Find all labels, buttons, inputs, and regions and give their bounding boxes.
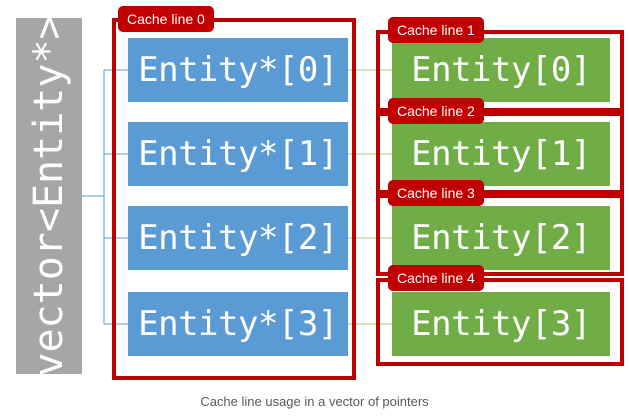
- cache-line-tag-1: Cache line 1: [388, 17, 484, 43]
- cache-line-frame-3: [376, 194, 624, 276]
- entity-block-1: Entity[1]: [392, 122, 610, 186]
- cache-line-tag-3: Cache line 3: [388, 180, 484, 206]
- pointer-block-0: Entity*[0]: [128, 38, 348, 102]
- figure-caption: Cache line usage in a vector of pointers: [200, 394, 429, 409]
- cache-line-frame-0: [112, 18, 356, 380]
- vector-container: [16, 18, 82, 374]
- cache-line-tag-4: Cache line 4: [388, 265, 484, 291]
- cache-line-tag-2: Cache line 2: [388, 98, 484, 124]
- entity-block-3: Entity[3]: [392, 292, 610, 356]
- pointer-block-2: Entity*[2]: [128, 206, 348, 270]
- entity-block-0: Entity[0]: [392, 38, 610, 102]
- cache-line-frame-2: [376, 112, 624, 194]
- cache-line-frame-4: [376, 278, 624, 366]
- vector-bracket: [82, 69, 128, 325]
- cache-line-frame-1: [376, 30, 624, 112]
- entity-block-2: Entity[2]: [392, 206, 610, 270]
- pointer-block-3: Entity*[3]: [128, 292, 348, 356]
- cache-line-tag-0: Cache line 0: [118, 6, 214, 32]
- pointer-block-1: Entity*[1]: [128, 122, 348, 186]
